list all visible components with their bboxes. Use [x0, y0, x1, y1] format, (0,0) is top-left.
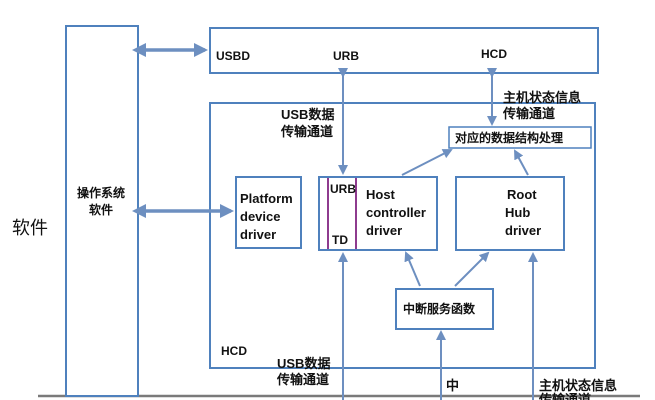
- interrupt-service-label: 中断服务函数: [403, 301, 476, 316]
- hcd-bottom-label: HCD: [221, 344, 247, 358]
- root-datastruct-arrow: [514, 149, 529, 176]
- root-label-line1: Root: [507, 187, 537, 202]
- host-controller-driver-box: [318, 176, 438, 251]
- interrupt-root-arrow: [454, 251, 490, 287]
- host-state-top-label-line2: 传输通道: [502, 106, 555, 121]
- usb-data-top-label-line1: USB数据: [281, 107, 334, 122]
- software-label: 软件: [12, 218, 48, 239]
- platform-label-line3: driver: [240, 227, 276, 242]
- host-label-line3: driver: [366, 223, 402, 238]
- platform-label-line1: Platform: [240, 191, 293, 206]
- usbd-box: [209, 27, 599, 74]
- interrupt-host-arrow: [404, 251, 421, 287]
- host-label-line2: controller: [366, 205, 426, 220]
- data-structure-label: 对应的数据结构处理: [455, 130, 563, 145]
- td-cell-label: TD: [332, 233, 348, 247]
- host-label-line1: Host: [366, 187, 396, 202]
- usbd-label: USBD: [216, 49, 250, 63]
- data-structure-box: [448, 126, 592, 149]
- os-software-label-line2: 软件: [89, 202, 113, 217]
- host-state-top-label-line1: 主机状态信息: [503, 90, 581, 105]
- urb-cell-label: URB: [330, 182, 356, 196]
- zhong-label: 中: [446, 378, 459, 393]
- host-state-bottom-label-line2: 传输通道: [538, 392, 591, 400]
- platform-label-line2: device: [240, 209, 280, 224]
- usb-data-top-label-line2: 传输通道: [280, 124, 333, 139]
- root-label-line3: driver: [505, 223, 541, 238]
- host-datastruct-arrow: [401, 149, 453, 176]
- usb-data-bottom-label-line1: USB数据: [277, 356, 330, 371]
- usb-data-bottom-label-line2: 传输通道: [276, 372, 329, 387]
- host-state-bottom-label-line1: 主机状态信息: [539, 378, 617, 393]
- platform-driver-box: [235, 176, 302, 249]
- root-hub-driver-box: [455, 176, 565, 251]
- interrupt-service-box: [395, 288, 494, 330]
- urb-top-label: URB: [333, 49, 359, 63]
- root-label-line2: Hub: [505, 205, 530, 220]
- hcd-top-label: HCD: [481, 47, 507, 61]
- os-software-label-line1: 操作系统: [77, 185, 125, 200]
